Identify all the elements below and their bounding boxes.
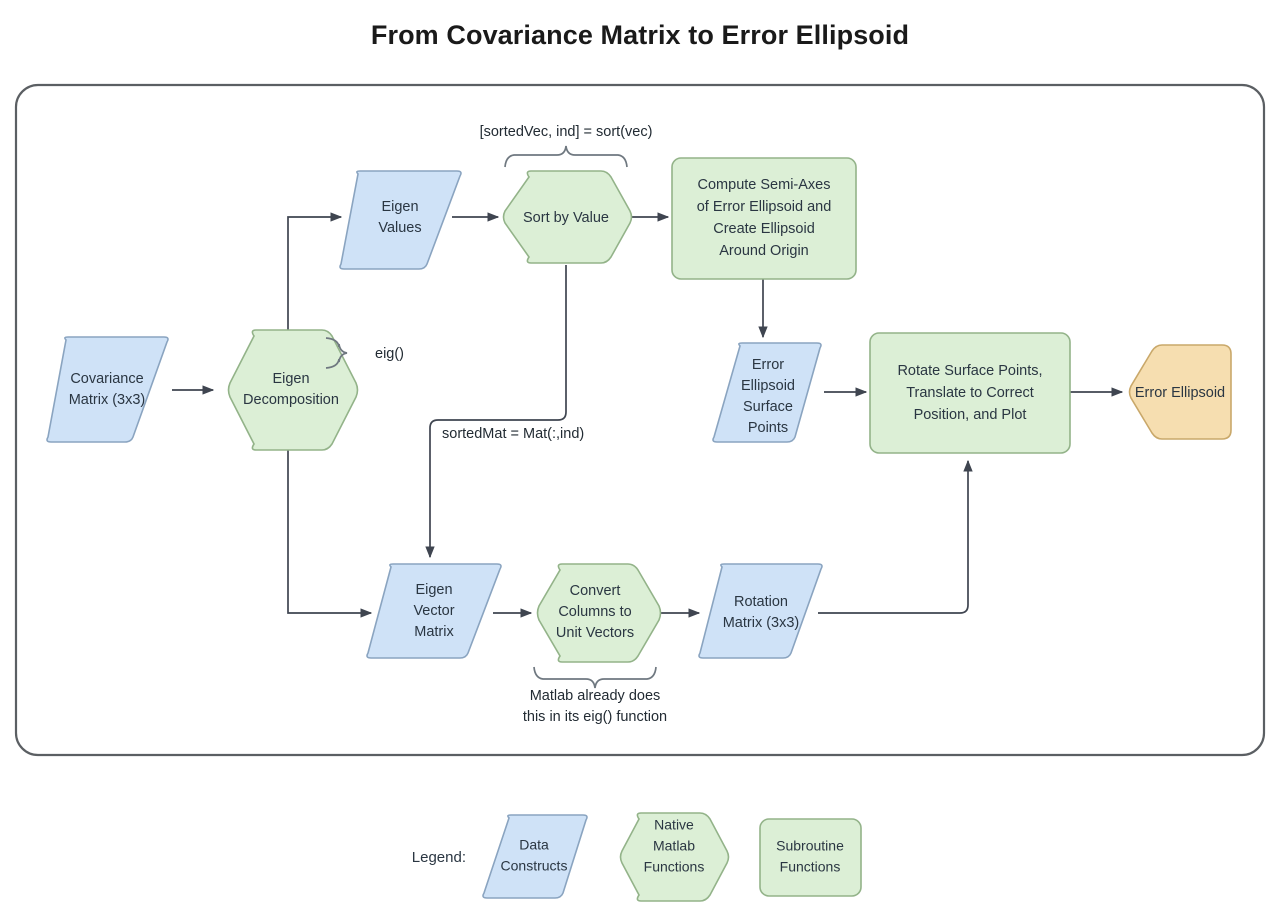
parallelogram-shape — [366, 563, 502, 659]
annotation-label: eig() — [375, 346, 404, 362]
node-label-line-1: Eigen — [272, 371, 309, 387]
node-rotation-matrix[interactable]: Rotation Matrix (3x3) — [698, 563, 823, 659]
node-label-line-1: Error — [752, 357, 784, 373]
node-label-line-3: Create Ellipsoid — [713, 221, 815, 237]
node-label-line-2: Vector — [413, 603, 454, 619]
node-label-line-1: Compute Semi-Axes — [698, 177, 831, 193]
legend-item-subroutine-functions: Subroutine Functions — [759, 818, 862, 897]
hexagon-output-shape — [1128, 344, 1232, 440]
node-error-ellipsoid-output[interactable]: Error Ellipsoid — [1128, 344, 1232, 440]
node-label-line-2: of Error Ellipsoid and — [697, 199, 832, 215]
rounded-rect-shape — [869, 332, 1071, 454]
node-label-line-3: Matrix — [414, 624, 454, 640]
annotation-label-line-1: Matlab already does — [530, 688, 661, 704]
annotation-sorted-mat: sortedMat = Mat(:,ind) — [442, 426, 584, 442]
node-label-line-1: Convert — [570, 583, 621, 599]
node-label-line-2: Values — [378, 220, 421, 236]
legend-item-label-line-2: Constructs — [501, 858, 568, 874]
node-label-line-1: Covariance — [70, 371, 143, 387]
node-label-line-2: Matrix (3x3) — [723, 615, 800, 631]
node-label-line-2: Ellipsoid — [741, 378, 795, 394]
node-label-line-3: Unit Vectors — [556, 625, 634, 641]
rounded-rect-shape — [671, 157, 857, 280]
connectors — [172, 212, 1124, 618]
node-sort-by-value[interactable]: Sort by Value — [502, 170, 633, 264]
brace-horizontal-above — [504, 145, 628, 168]
page-title: From Covariance Matrix to Error Ellipsoi… — [370, 20, 910, 50]
node-label-line-2: Decomposition — [243, 392, 339, 408]
annotation-sort-call: [sortedVec, ind] = sort(vec) — [480, 124, 653, 168]
legend: Legend: Data Constructs Native Matlab Fu… — [412, 812, 862, 902]
annotation-matlab-note: Matlab already does this in its eig() fu… — [523, 666, 667, 725]
node-rotate-surface-points[interactable]: Rotate Surface Points, Translate to Corr… — [869, 332, 1071, 454]
node-covariance-matrix[interactable]: Covariance Matrix (3x3) — [46, 336, 169, 443]
node-convert-columns[interactable]: Convert Columns to Unit Vectors — [536, 563, 662, 663]
connector-sort-to-eigenvectormatrix — [425, 265, 567, 559]
hexagon-shape — [502, 170, 633, 264]
parallelogram-shape — [482, 814, 588, 899]
brace-horizontal-below — [533, 666, 657, 689]
annotation-label: [sortedVec, ind] = sort(vec) — [480, 124, 653, 140]
legend-item-label-line-2: Matlab — [653, 838, 695, 854]
parallelogram-shape — [339, 170, 462, 270]
node-label-line-3: Surface — [743, 399, 793, 415]
node-label-line-1: Rotate Surface Points, — [897, 363, 1042, 379]
node-label-line-1: Eigen — [381, 199, 418, 215]
node-label-line-4: Around Origin — [719, 243, 808, 259]
node-eigen-vector-matrix[interactable]: Eigen Vector Matrix — [366, 563, 502, 659]
hexagon-shape — [536, 563, 662, 663]
legend-item-label-line-1: Native — [654, 817, 694, 833]
node-error-ellipsoid-surface-points[interactable]: Error Ellipsoid Surface Points — [712, 342, 822, 443]
legend-item-native-matlab-functions: Native Matlab Functions — [619, 812, 730, 902]
node-label-line-2: Translate to Correct — [906, 385, 1034, 401]
legend-label: Legend: — [412, 849, 466, 866]
node-label-line-1: Rotation — [734, 594, 788, 610]
node-label-line-3: Position, and Plot — [914, 407, 1027, 423]
parallelogram-shape — [698, 563, 823, 659]
connector-rotationmatrix-to-rotate — [818, 459, 973, 614]
parallelogram-shape — [46, 336, 169, 443]
legend-item-label-line-3: Functions — [644, 859, 705, 875]
node-label-line-1: Eigen — [415, 582, 452, 598]
legend-item-label-line-2: Functions — [780, 859, 841, 875]
legend-item-data-constructs: Data Constructs — [482, 814, 588, 899]
parallelogram-shape — [712, 342, 822, 443]
node-label-line-2: Matrix (3x3) — [69, 392, 146, 408]
node-eigen-values[interactable]: Eigen Values — [339, 170, 462, 270]
connector-eigendecomp-to-eigenvalues — [287, 212, 343, 336]
rounded-rect-shape — [759, 818, 862, 897]
connector-eigendecomp-to-eigenvectormatrix — [287, 443, 373, 618]
node-compute-semi-axes[interactable]: Compute Semi-Axes of Error Ellipsoid and… — [671, 157, 857, 280]
brace-vertical-right — [325, 337, 348, 369]
diagram-frame — [14, 83, 1266, 757]
node-label-line-2: Columns to — [558, 604, 631, 620]
legend-item-label-line-1: Subroutine — [776, 838, 844, 854]
annotation-eig-call: eig() — [325, 337, 404, 369]
hexagon-shape — [619, 812, 730, 902]
legend-item-label-line-1: Data — [519, 837, 549, 853]
annotation-label-line-2: this in its eig() function — [523, 709, 667, 725]
node-label-line-1: Error Ellipsoid — [1135, 385, 1225, 401]
hexagon-shape — [227, 329, 359, 451]
node-label-line-4: Points — [748, 420, 788, 436]
node-label-line-1: Sort by Value — [523, 210, 609, 226]
node-eigen-decomposition[interactable]: Eigen Decomposition — [227, 329, 359, 451]
